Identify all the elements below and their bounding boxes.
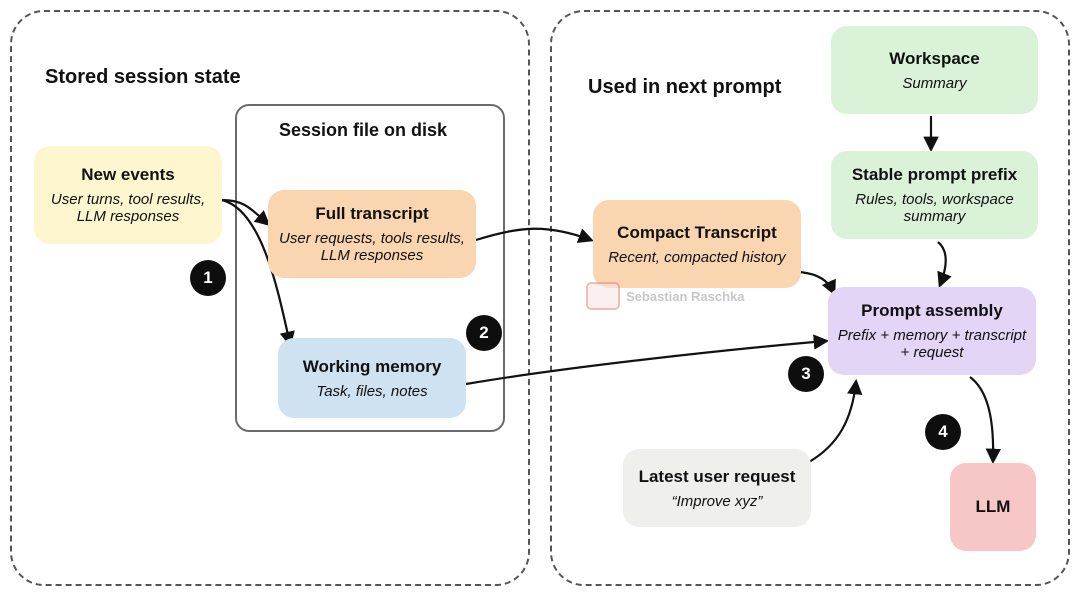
arrow-prefix-to-assembly xyxy=(937,241,952,288)
arrow-request-to-assembly xyxy=(808,378,863,463)
step-badge-4: 4 xyxy=(925,414,961,450)
stable-prefix-subtitle: Rules, tools, workspace summary xyxy=(855,191,1014,225)
next-prompt-panel xyxy=(550,10,1070,586)
latest-request-title: Latest user request xyxy=(638,466,796,486)
llm-title: LLM xyxy=(975,497,1011,516)
arrow-compact-to-assembly xyxy=(799,270,836,296)
latest-request-node: Latest user request “Improve xyz” xyxy=(623,449,811,527)
new-events-node: New events User turns, tool results, LLM… xyxy=(34,146,222,244)
compact-transcript-subtitle: Recent, compacted history xyxy=(608,248,786,266)
arrow-full-transcript-to-compact xyxy=(475,227,594,243)
new-events-subtitle: User turns, tool results, LLM responses xyxy=(50,191,206,225)
watermark-logo-icon xyxy=(586,282,620,310)
arrow-working-memory-to-assembly xyxy=(465,334,830,386)
stable-prefix-title: Stable prompt prefix xyxy=(851,165,1018,184)
arrow-new-events-to-working-memory xyxy=(221,198,295,348)
stored-session-title: Stored session state xyxy=(45,66,241,88)
new-events-title: New events xyxy=(81,165,175,184)
workspace-node: Workspace Summary xyxy=(831,26,1038,114)
session-file-box xyxy=(235,104,505,432)
prompt-assembly-title: Prompt assembly xyxy=(861,301,1003,320)
arrow-new-events-to-full-transcript xyxy=(221,198,271,227)
session-file-title: Session file on disk xyxy=(279,120,448,140)
compact-transcript-title: Compact Transcript xyxy=(617,222,777,242)
workspace-subtitle: Summary xyxy=(902,74,967,92)
working-memory-title: Working memory xyxy=(302,356,442,376)
compact-transcript-node: Compact Transcript Recent, compacted his… xyxy=(593,200,801,288)
arrow-assembly-to-llm xyxy=(969,376,1002,465)
step-badge-1: 1 xyxy=(190,260,226,296)
step-badge-3: 3 xyxy=(788,356,824,392)
watermark-text: Sebastian Raschka xyxy=(626,288,745,304)
working-memory-node: Working memory Task, files, notes xyxy=(278,338,466,418)
stored-session-panel xyxy=(10,10,530,586)
full-transcript-node: Full transcript User requests, tools res… xyxy=(268,190,476,278)
full-transcript-title: Full transcript xyxy=(315,204,429,223)
prompt-assembly-node: Prompt assembly Prefix + memory + transc… xyxy=(828,287,1036,375)
prompt-assembly-subtitle: Prefix + memory + transcript + request xyxy=(837,327,1027,361)
working-memory-subtitle: Task, files, notes xyxy=(316,382,428,400)
full-transcript-subtitle: User requests, tools results, LLM respon… xyxy=(279,230,465,264)
llm-node: LLM xyxy=(950,463,1036,551)
step-badge-2: 2 xyxy=(466,315,502,351)
next-prompt-title: Used in next prompt xyxy=(588,76,782,98)
workspace-title: Workspace xyxy=(889,48,980,68)
watermark: Sebastian Raschka xyxy=(586,282,745,310)
stable-prefix-node: Stable prompt prefix Rules, tools, works… xyxy=(831,151,1038,239)
latest-request-subtitle: “Improve xyz” xyxy=(671,492,763,510)
